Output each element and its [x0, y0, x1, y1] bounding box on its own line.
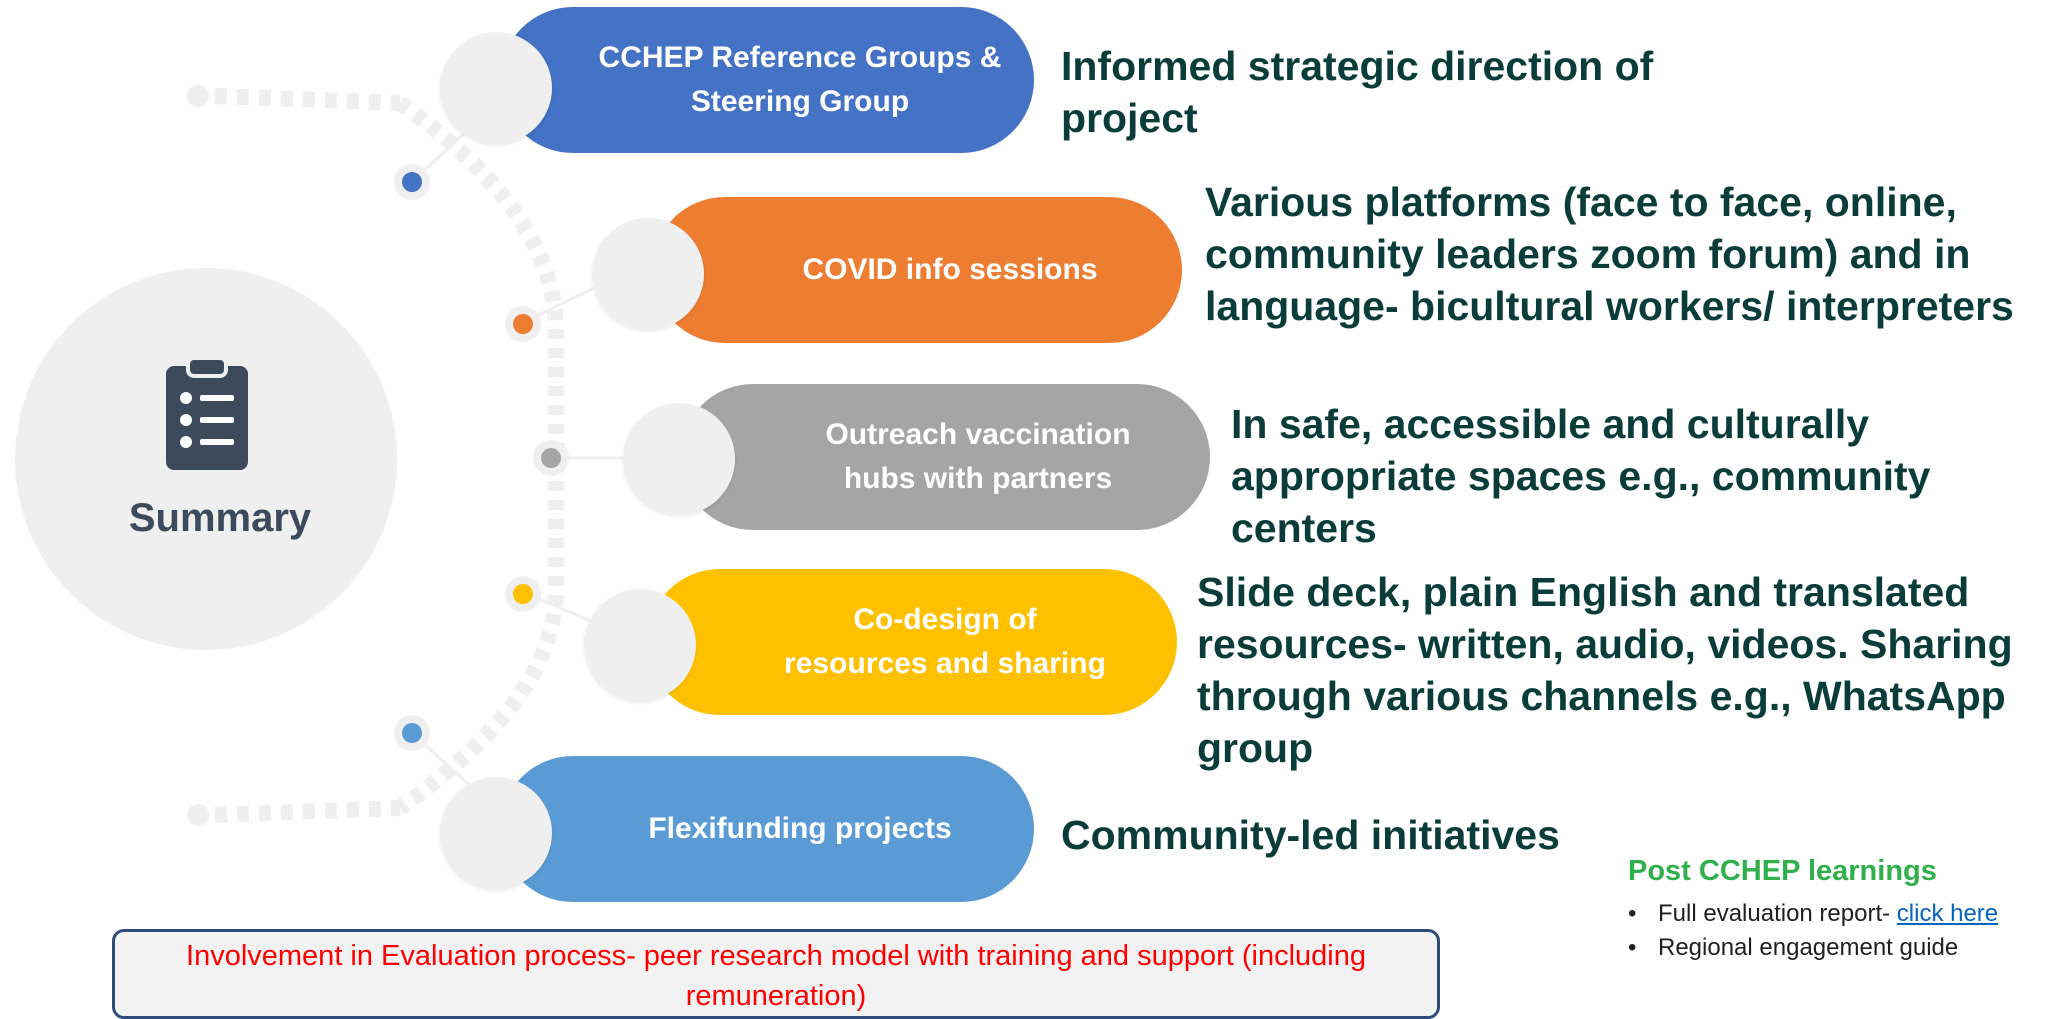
outcome-outreach-hubs: In safe, accessible and culturally appro…: [1231, 401, 1931, 551]
learnings-list: Full evaluation report- click here Regio…: [1628, 897, 1998, 965]
pill-label-line: COVID info sessions: [802, 253, 1098, 286]
pill-label-line: Co-design of: [853, 603, 1037, 636]
pill-knob: [440, 777, 552, 889]
pill-label-line: Steering Group: [690, 85, 910, 118]
pill-label-line: resources and sharing: [784, 647, 1106, 680]
outcome-reference-groups: Informed strategic direction of project: [1061, 43, 1654, 141]
pill-knob: [623, 403, 735, 515]
evaluation-report-link[interactable]: click here: [1896, 900, 1999, 927]
timeline-dot-lightblue: [394, 715, 430, 751]
pill-outreach-hubs: Outreach vaccination hubs with partners: [680, 384, 1210, 530]
learning-text: Full evaluation report-: [1658, 900, 1897, 927]
pill-label-line: Flexifunding projects: [648, 812, 952, 845]
pill-knob: [592, 218, 704, 330]
pill-co-design: Co-design of resources and sharing: [647, 569, 1177, 715]
evaluation-note-box: Involvement in Evaluation process- peer …: [112, 929, 1440, 1019]
outcome-co-design: Slide deck, plain English and translated…: [1197, 569, 2013, 771]
list-item: Regional engagement guide: [1628, 931, 1998, 965]
list-item: Full evaluation report- click here: [1628, 897, 1998, 931]
timeline-dot-yellow: [505, 576, 541, 612]
pill-reference-groups: CCHEP Reference Groups & Steering Group: [500, 7, 1034, 153]
timeline-dot-orange: [505, 306, 541, 342]
outcome-flexifunding: Community-led initiatives: [1061, 812, 1560, 858]
timeline-dot-blue: [394, 164, 430, 200]
learning-text: Regional engagement guide: [1658, 934, 1959, 961]
summary-label: Summary: [128, 496, 312, 540]
pill-knob: [440, 32, 552, 144]
pill-covid-info: COVID info sessions: [652, 197, 1182, 343]
outcome-covid-info: Various platforms (face to face, online,…: [1205, 179, 2014, 329]
pill-flexifunding: Flexifunding projects: [500, 756, 1034, 902]
pill-knob: [584, 589, 696, 701]
pill-label-line: Outreach vaccination: [825, 418, 1131, 451]
learnings-title: Post CCHEP learnings: [1628, 855, 1937, 887]
pill-label-line: CCHEP Reference Groups &: [598, 41, 1002, 74]
timeline-dot-gray: [533, 440, 569, 476]
clipboard-list-icon: [166, 356, 248, 470]
pill-label-line: hubs with partners: [843, 462, 1113, 495]
